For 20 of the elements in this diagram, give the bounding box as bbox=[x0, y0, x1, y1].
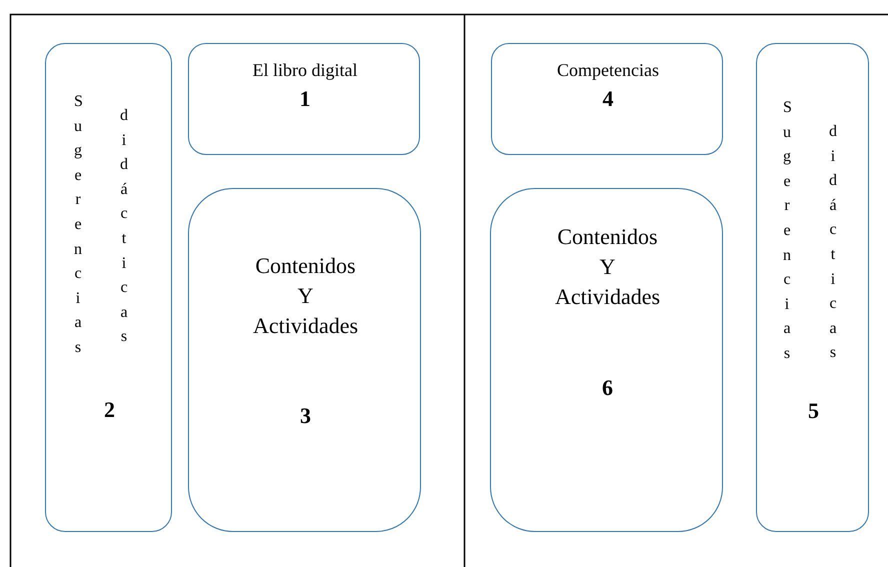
vertical-text: didácticas bbox=[829, 122, 837, 364]
rounded-box bbox=[45, 43, 172, 532]
box-title: Contenidos Y Actividades bbox=[554, 223, 662, 311]
box-number: 2 bbox=[103, 397, 116, 423]
rounded-box bbox=[188, 43, 420, 155]
box-title: Competencias bbox=[556, 60, 660, 81]
vertical-text: Sugerencias bbox=[74, 92, 82, 358]
rounded-box bbox=[490, 188, 723, 532]
box-number: 4 bbox=[602, 86, 614, 112]
box-number: 6 bbox=[601, 375, 614, 401]
vertical-text: didácticas bbox=[120, 106, 128, 348]
vertical-text: Sugerencias bbox=[783, 98, 791, 364]
box-title: El libro digital bbox=[252, 60, 358, 81]
rounded-box bbox=[188, 188, 421, 532]
rounded-box bbox=[756, 43, 869, 532]
rounded-box bbox=[491, 43, 723, 155]
box-number: 3 bbox=[299, 403, 312, 429]
box-title: Contenidos Y Actividades bbox=[252, 252, 360, 340]
box-number: 1 bbox=[298, 86, 312, 112]
box-number: 5 bbox=[807, 398, 820, 424]
